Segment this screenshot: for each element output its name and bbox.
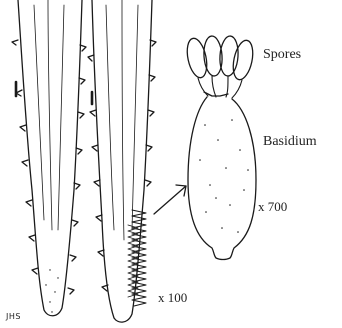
right-spine-hooks-right: [145, 40, 156, 186]
right-spine-hooks-left: [88, 55, 108, 291]
left-spine-texture: [34, 0, 64, 230]
right-spine-texture: [106, 0, 138, 240]
basidium-body: [188, 97, 256, 260]
spores-label: Spores: [263, 48, 301, 62]
sterigmata: [198, 76, 242, 98]
arrow-shaft: [154, 186, 186, 214]
basidium-label: Basidium: [263, 135, 317, 149]
spine-magnification: x 100: [158, 291, 187, 304]
left-spine-stipple: [45, 269, 58, 312]
basidium-stipple: [199, 119, 249, 233]
basidium-magnification: x 700: [258, 200, 287, 213]
hymenium-zigzag: [132, 210, 146, 306]
arrow: [154, 185, 186, 214]
left-spine-hooks: [12, 40, 38, 274]
right-spine: [88, 0, 156, 322]
left-spine-hooks-right: [68, 45, 86, 294]
artist-signature: JHS: [6, 312, 21, 321]
spore-4: [230, 39, 256, 82]
hymenium-zigzag-inner: [128, 225, 138, 297]
basidium-drawing: [184, 35, 256, 259]
left-spine: [12, 0, 86, 316]
